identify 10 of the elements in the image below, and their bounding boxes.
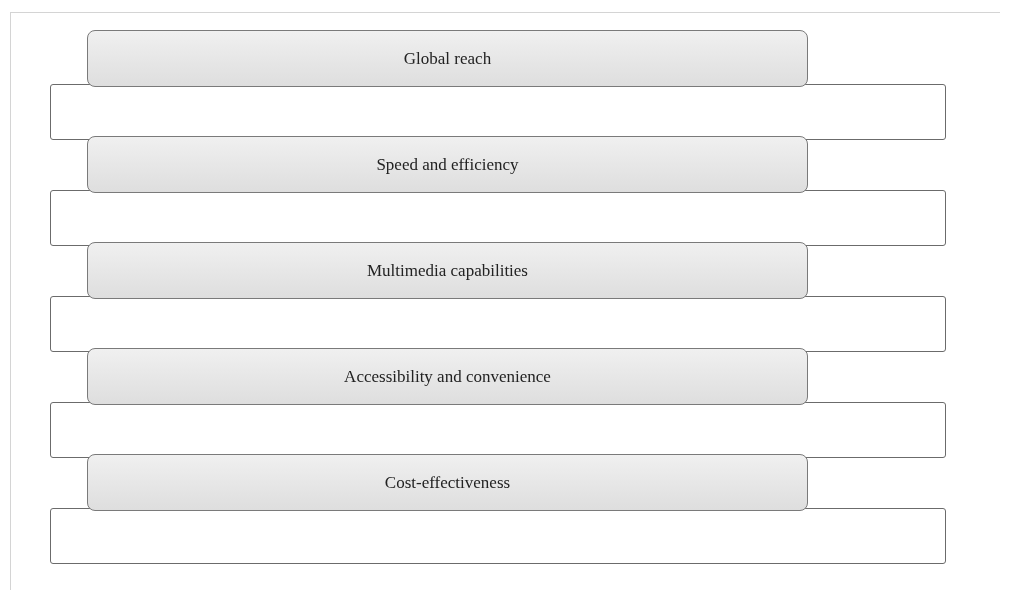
item-box (87, 348, 808, 405)
item-label: Speed and efficiency (376, 153, 519, 176)
item-box (87, 242, 808, 299)
item-label: Cost-effectiveness (384, 471, 511, 494)
item-label: Global reach (403, 47, 492, 70)
item-box (87, 30, 808, 87)
item-label: Multimedia capabilities (367, 259, 528, 282)
item-box (87, 136, 808, 193)
item-label: Accessibility and convenience (344, 365, 551, 388)
item-box (87, 454, 808, 511)
